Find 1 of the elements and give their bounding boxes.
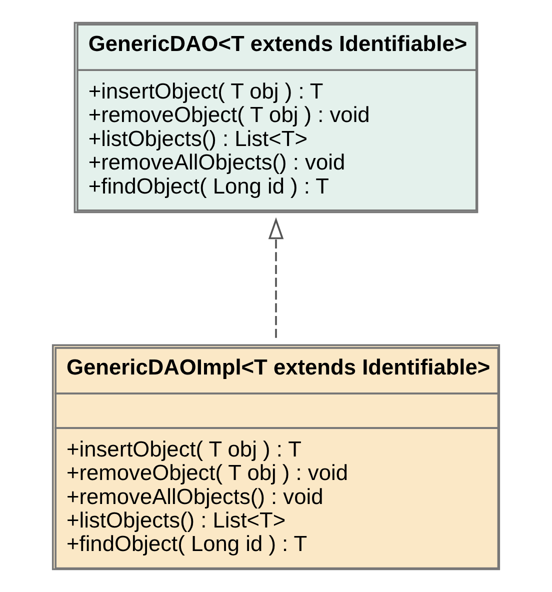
arrow (268, 217, 284, 338)
